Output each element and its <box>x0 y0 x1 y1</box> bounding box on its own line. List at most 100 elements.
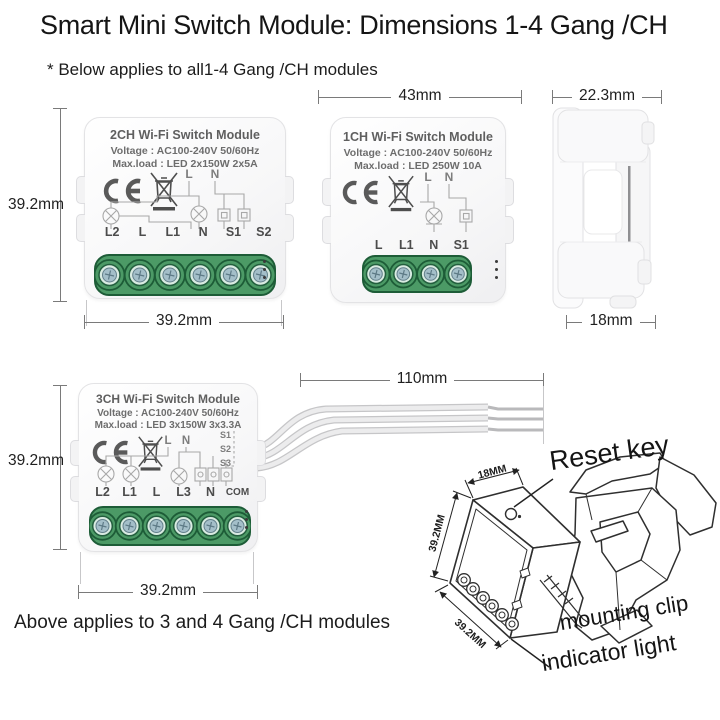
module-2ch-max-load: Max.load : LED 2x150W 2x5A <box>112 158 258 170</box>
lamp-icon <box>122 465 140 483</box>
terminal-label: S1 <box>225 225 242 239</box>
wiring-label-n: N <box>182 435 190 447</box>
extension-line <box>80 552 81 584</box>
terminal-label: L <box>374 238 383 252</box>
terminal-label: N <box>205 485 216 499</box>
weee-bin-icon <box>388 175 414 212</box>
mounting-tab <box>70 476 79 502</box>
lamp-icon <box>102 207 120 225</box>
weee-bin-icon <box>138 436 163 471</box>
extension-line <box>281 300 282 326</box>
dim-3ch-height-label: 39.2mm <box>8 452 64 469</box>
extension-line <box>543 386 544 444</box>
mounting-tab <box>505 178 514 206</box>
terminal-block-2ch <box>94 254 276 296</box>
switch-icon <box>237 208 251 222</box>
terminal-label: L1 <box>165 225 181 239</box>
iso-dimension-lines <box>429 467 524 650</box>
switch-icon <box>207 467 220 482</box>
module-2ch-voltage: Voltage : AC100-240V 50/60Hz <box>110 145 260 157</box>
wiring-label-l: L <box>164 435 171 447</box>
terminal-label: N <box>198 225 208 239</box>
extension-line <box>86 300 87 326</box>
mounting-tab <box>70 440 79 466</box>
ce-mark-icon <box>342 180 378 205</box>
switch-icon <box>217 208 231 222</box>
module-1ch-title: 1CH Wi-Fi Switch Module <box>343 130 493 144</box>
terminal-label: COM <box>225 487 250 498</box>
dim-1ch-width: 43mm <box>318 87 523 105</box>
module-3ch: 3CH Wi-Fi Switch Module Voltage : AC100-… <box>70 383 266 552</box>
iso-drawing: 18MM 39.2MM 39.2MM <box>426 452 717 668</box>
dim-3ch-width: 39.2mm <box>78 582 258 600</box>
dim-2ch-height-label: 39.2mm <box>8 196 64 213</box>
terminal-labels-3ch: L2 L1 L L3 N COM <box>89 485 251 500</box>
switch-icon <box>459 209 473 223</box>
iso-dim-width: 39.2MM <box>452 617 488 651</box>
terminal-label: L3 <box>176 485 191 499</box>
side-view-drawing <box>552 107 655 309</box>
iso-dim-height: 39.2MM <box>426 513 447 553</box>
wiring-diagram-3ch: L N S1 S2 S3 <box>97 430 235 486</box>
dim-wire-length: 110mm <box>300 370 545 388</box>
wiring-label-n: N <box>445 170 454 184</box>
indicator-dots <box>263 260 266 279</box>
wiring-diagram-2ch: L N <box>102 167 251 229</box>
mounting-tab <box>505 216 514 244</box>
terminal-label: L1 <box>398 238 414 252</box>
terminal-label: N <box>429 238 439 252</box>
terminal-label: L2 <box>95 485 110 499</box>
terminal-label: L <box>138 225 147 239</box>
lamp-icon <box>170 467 188 485</box>
mounting-tab <box>285 214 294 242</box>
dim-2ch-width: 39.2mm <box>84 312 284 330</box>
terminal-block-3ch <box>89 506 251 546</box>
switch-icon <box>194 467 207 482</box>
terminal-label: L1 <box>122 485 137 499</box>
mounting-tab <box>322 178 331 206</box>
terminal-labels-2ch: L2 L L1 N S1 S2 <box>97 225 279 239</box>
wiring-label-n: N <box>211 167 220 181</box>
mounting-tab <box>322 216 331 244</box>
extension-line <box>253 552 254 584</box>
module-2ch: 2CH Wi-Fi Switch Module Voltage : AC100-… <box>76 117 294 299</box>
wiring-label-l: L <box>424 170 431 184</box>
note-top: * Below applies to all1-4 Gang /CH modul… <box>47 60 378 79</box>
page-title: Smart Mini Switch Module: Dimensions 1-4… <box>40 10 668 40</box>
module-2ch-title: 2CH Wi-Fi Switch Module <box>110 128 260 142</box>
module-3ch-voltage: Voltage : AC100-240V 50/60Hz <box>97 408 239 419</box>
mounting-tab <box>285 176 294 204</box>
lamp-icon <box>190 205 208 223</box>
mounting-tab <box>76 214 85 242</box>
dim-2ch-height-line <box>53 108 67 302</box>
terminal-label: L2 <box>104 225 120 239</box>
weee-bin-icon <box>150 172 178 211</box>
mounting-tab <box>257 476 266 502</box>
switch-icon <box>220 467 233 482</box>
module-1ch-max-load: Max.load : LED 250W 10A <box>354 160 482 172</box>
lamp-icon <box>425 207 443 225</box>
dim-side-width: 22.3mm <box>552 87 662 105</box>
dim-3ch-height-line <box>53 385 67 550</box>
module-1ch: 1CH Wi-Fi Switch Module Voltage : AC100-… <box>322 117 514 303</box>
terminal-block-1ch <box>362 255 472 293</box>
wiring-label-l: L <box>185 167 192 181</box>
mounting-tab <box>257 440 266 466</box>
ce-mark-icon <box>103 178 141 204</box>
leader-lines <box>510 478 554 668</box>
ce-mark-icon <box>92 440 128 465</box>
dim-side-depth: 18mm <box>566 312 657 330</box>
switch-label-s1: S1 <box>220 430 231 440</box>
terminal-label: S2 <box>256 225 272 239</box>
mounting-clip-drawing <box>568 452 717 644</box>
indicator-dots <box>245 510 248 529</box>
switch-label-s2: S2 <box>220 444 231 454</box>
terminal-labels-1ch: L L1 N S1 <box>365 238 475 252</box>
wiring-diagram-1ch: L N <box>420 170 473 232</box>
module-3ch-max-load: Max.load : LED 3x150W 3x3.3A <box>94 420 242 431</box>
module-3ch-title: 3CH Wi-Fi Switch Module <box>96 392 240 406</box>
iso-dim-depth: 18MM <box>477 462 509 481</box>
terminal-label: L <box>152 485 161 499</box>
note-bottom: Above applies to 3 and 4 Gang /CH module… <box>14 612 391 633</box>
